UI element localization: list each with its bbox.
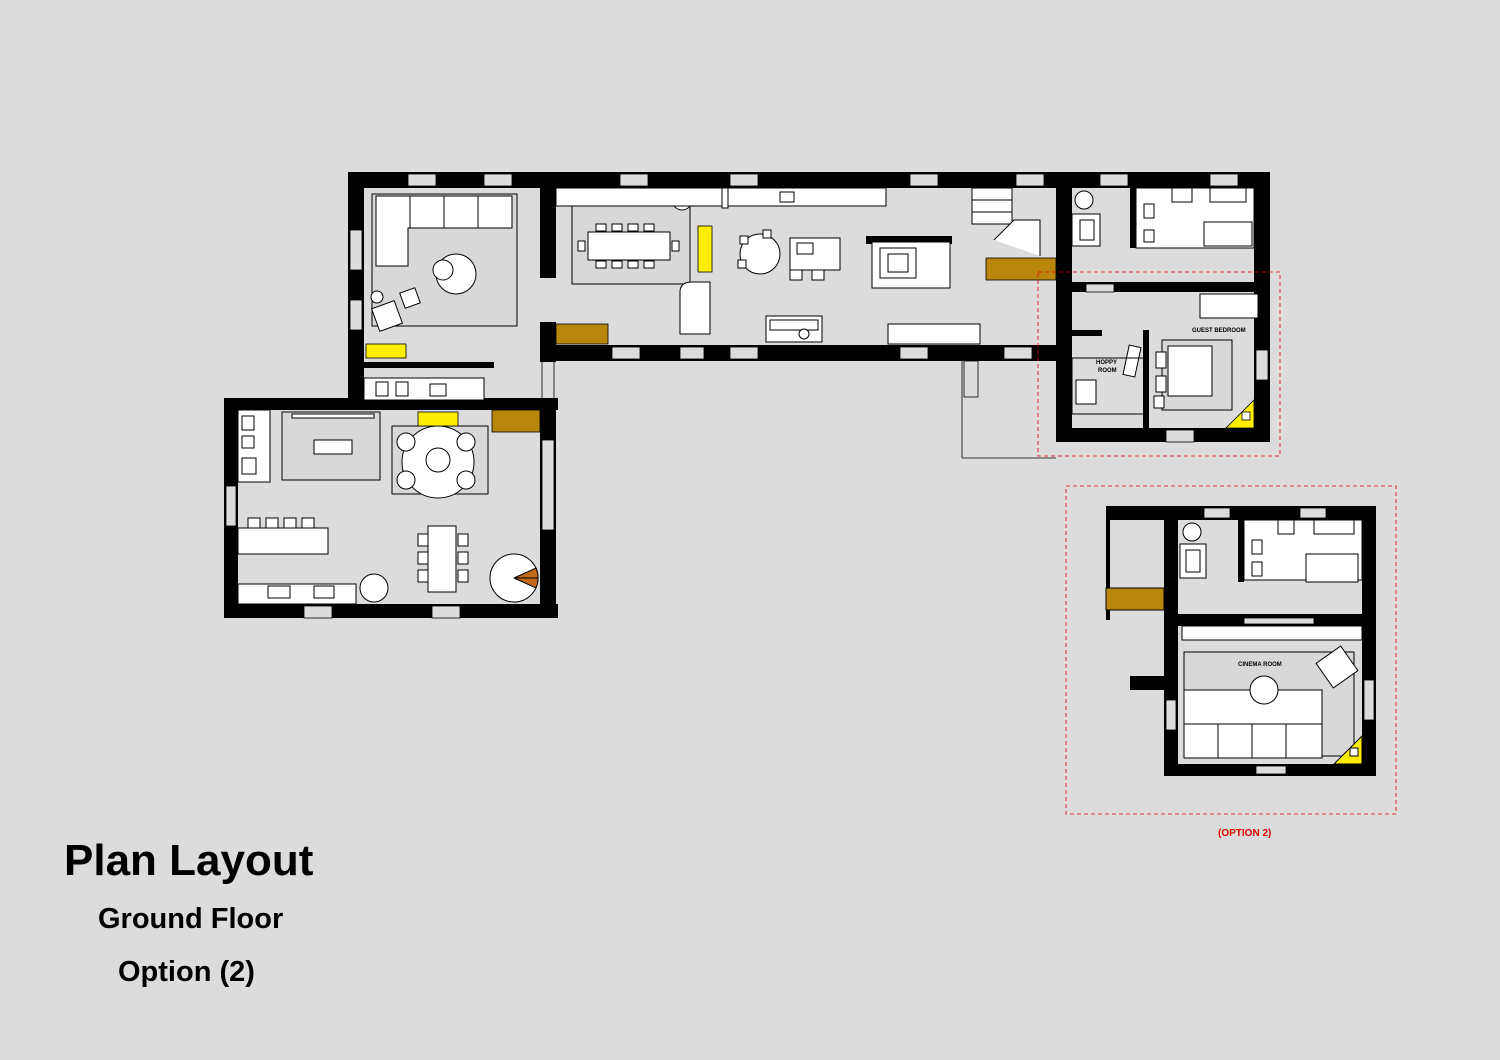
option-inset-outline [1065,485,1397,815]
inset-furniture [1105,519,1363,765]
inset-windows [1165,507,1375,775]
option-subtitle: Option (2) [118,956,255,988]
label-guest-bedroom: GUEST BEDROOM [1192,328,1246,334]
furniture [237,187,1259,605]
page-title: Plan Layout [64,836,314,885]
inset-caption: (OPTION 2) [1218,828,1272,839]
outside-lines [541,360,1056,459]
label-cinema-room: CINEMA ROOM [1238,662,1282,668]
label-hoppy-room-2: ROOM [1098,368,1117,374]
label-hoppy-room-1: HOPPY [1096,360,1117,366]
floor-subtitle: Ground Floor [98,903,284,935]
accent-blocks [365,225,1255,433]
option-highlight-main [1037,271,1281,457]
windows [225,173,1269,619]
